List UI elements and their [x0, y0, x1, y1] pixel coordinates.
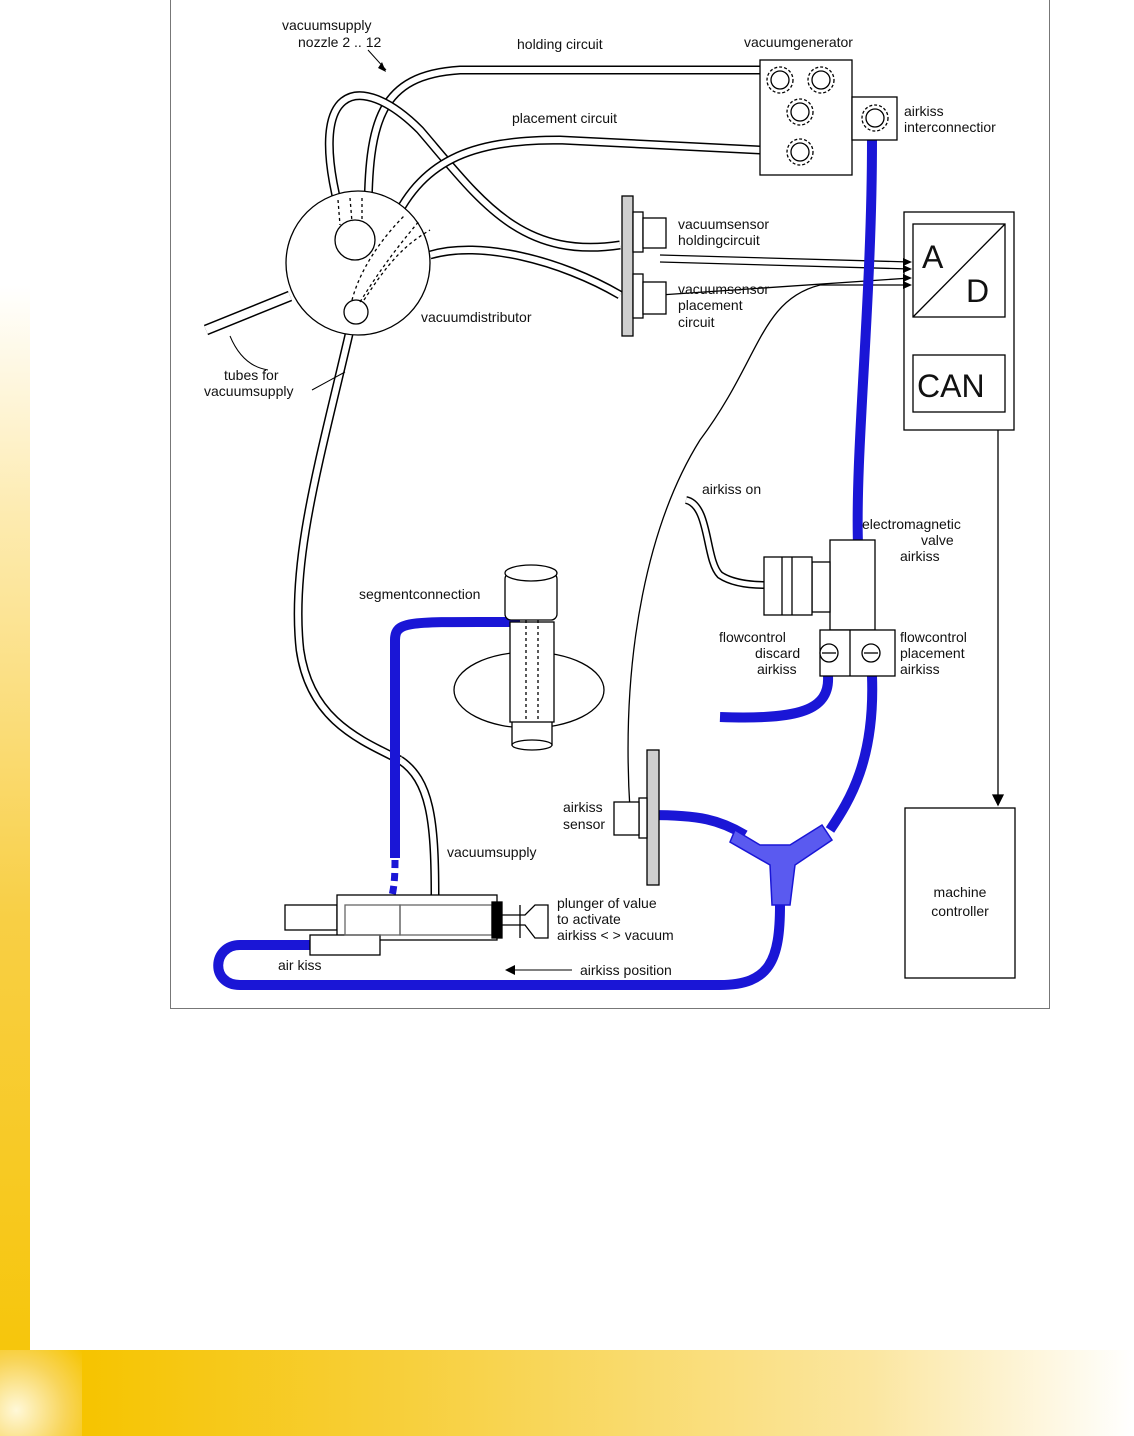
label-vacuumsupply-nozzle-1: vacuumsupply	[282, 17, 372, 33]
diagram-frame	[170, 0, 1050, 1009]
electromagnetic-valve	[763, 539, 896, 677]
label-airkiss-interconnection-2: interconnectior	[904, 119, 996, 135]
label-vacuumsensor-placement-3: circuit	[678, 314, 715, 330]
label-flowcontrol-discard-3: airkiss	[757, 661, 797, 677]
label-machine-controller-1: machine	[934, 884, 987, 900]
label-ad-a: A	[922, 239, 944, 275]
label-vacuumsensor-placement-1: vacuumsensor	[678, 281, 769, 297]
label-vacuumgenerator: vacuumgenerator	[744, 34, 853, 50]
label-flowcontrol-placement-3: airkiss	[900, 661, 940, 677]
y-connector	[729, 823, 834, 906]
tubes-for-vacuumsupply	[203, 290, 293, 336]
plunger-valve	[284, 894, 549, 956]
segmentconnection	[453, 564, 605, 751]
airkiss-sensor	[613, 749, 660, 886]
label-vacuumsensor-holding-2: holdingcircuit	[678, 232, 760, 248]
vacuumsensor-mounting-plate	[621, 195, 634, 337]
label-airkiss-on: airkiss on	[702, 481, 761, 497]
label-electromagnetic-valve-2: valve	[921, 532, 954, 548]
label-machine-controller-2: controller	[931, 903, 989, 919]
label-airkiss-position: airkiss position	[580, 962, 672, 978]
label-holding-circuit: holding circuit	[517, 36, 603, 52]
label-vacuumsupply-nozzle-2: nozzle 2 .. 12	[298, 34, 381, 50]
vacuumgenerator-block	[759, 59, 853, 176]
tubes-leader	[229, 335, 269, 371]
label-placement-circuit: placement circuit	[512, 110, 617, 126]
holding-circuit-hose	[324, 65, 760, 252]
label-ad-d: D	[966, 273, 989, 309]
label-flowcontrol-discard-2: discard	[755, 645, 800, 661]
label-tubes-2: vacuumsupply	[204, 383, 294, 399]
slide-bottom-bar	[82, 1350, 1134, 1436]
label-can: CAN	[917, 368, 985, 404]
slide-side-stripe	[0, 285, 30, 1436]
label-airkiss-sensor-1: airkiss	[563, 799, 603, 815]
vacuumsensor-holding	[632, 211, 667, 253]
ad-can-module	[903, 211, 1015, 431]
label-vacuumsupply: vacuumsupply	[447, 844, 537, 860]
label-air-kiss: air kiss	[278, 957, 322, 973]
arrow-down-icon	[991, 794, 1005, 807]
discard-blue-tube	[719, 675, 834, 723]
can-interface	[912, 354, 1006, 413]
label-vacuumdistributor: vacuumdistributor	[421, 309, 532, 325]
airkiss-sensor-signal-line	[627, 284, 910, 811]
airkiss-position-blue-tube	[213, 904, 785, 990]
segmentconnection-blue-tube	[390, 616, 521, 858]
label-flowcontrol-placement-1: flowcontrol	[900, 629, 967, 645]
vacuumsupply-leader	[311, 371, 346, 391]
label-electromagnetic-valve-1: electromagnetic	[862, 516, 961, 532]
vacuumsensor-placement	[632, 273, 667, 319]
vacuumdistributor	[285, 190, 431, 336]
label-airkiss-interconnection-1: airkiss	[904, 103, 944, 119]
airkiss-supply-blue-tube	[852, 139, 877, 546]
slide-corner-accent	[0, 1350, 82, 1436]
vacuumsupply-hose	[293, 328, 440, 896]
machine-controller-block	[904, 807, 1016, 979]
label-electromagnetic-valve-3: airkiss	[900, 548, 940, 564]
label-airkiss-sensor-2: sensor	[563, 816, 605, 832]
label-flowcontrol-discard-1: flowcontrol	[719, 629, 786, 645]
arrow-left-icon	[505, 965, 515, 975]
placement-circuit-hose	[385, 135, 761, 299]
label-plunger-2: to activate	[557, 911, 621, 927]
signal-arrowheads	[903, 258, 912, 289]
sensor-blue-tube	[649, 810, 748, 840]
placement-blue-tube	[825, 675, 878, 833]
label-segmentconnection: segmentconnection	[359, 586, 480, 602]
label-vacuumsensor-placement-2: placement	[678, 297, 743, 313]
label-plunger-1: plunger of value	[557, 895, 657, 911]
label-plunger-3: airkiss < > vacuum	[557, 927, 674, 943]
label-tubes-1: tubes for	[224, 367, 279, 383]
label-flowcontrol-placement-2: placement	[900, 645, 965, 661]
label-vacuumsensor-holding-1: vacuumsensor	[678, 216, 769, 232]
airkiss-interconnection-block	[851, 96, 898, 141]
arrow-icon	[378, 62, 386, 72]
